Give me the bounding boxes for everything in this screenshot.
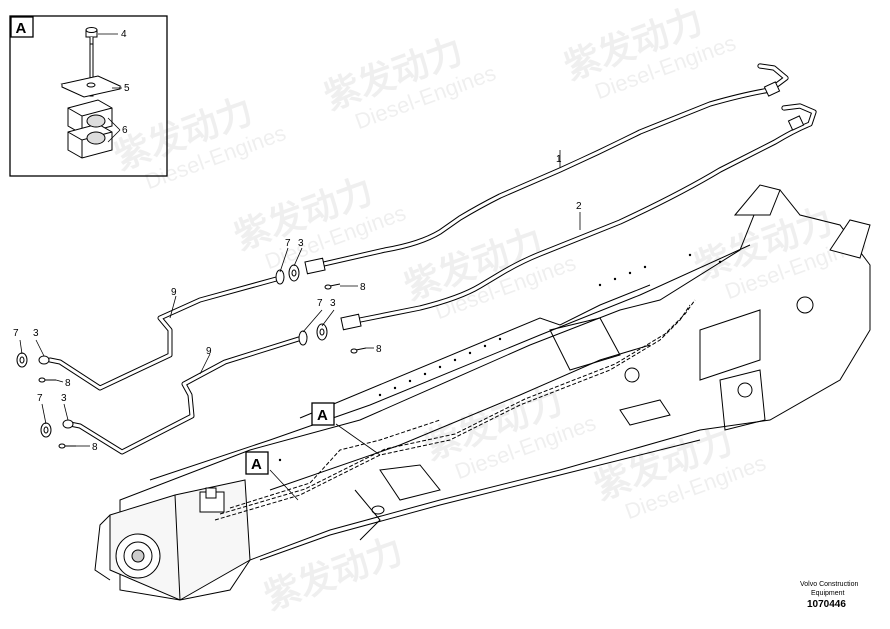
callout-nut-a: 3 bbox=[298, 238, 304, 249]
detail-box-letter: A bbox=[16, 20, 27, 37]
clamp-halves-drawing bbox=[67, 99, 113, 159]
hose-upper bbox=[47, 275, 283, 391]
callout-clamp-plate: 5 bbox=[124, 83, 130, 94]
callout-hose-upper: 9 bbox=[171, 287, 177, 298]
seals-and-nuts bbox=[16, 264, 328, 438]
bolt-drawing bbox=[85, 27, 98, 97]
callout-nut-b: 3 bbox=[330, 298, 336, 309]
callout-labels: 1 2 7 3 8 7 3 8 7 3 8 7 3 8 9 9 bbox=[13, 154, 582, 453]
callout-bolt: 4 bbox=[121, 29, 127, 40]
callout-nut-c: 3 bbox=[33, 328, 39, 339]
clamp-plate-drawing bbox=[60, 75, 122, 98]
footer-company-line2: Equipment bbox=[811, 590, 845, 597]
callout-screw-d: 8 bbox=[92, 442, 98, 453]
callout-leaders bbox=[19, 150, 581, 501]
callout-seal-d: 7 bbox=[37, 393, 43, 404]
footer-drawing-number: 1070446 bbox=[807, 599, 846, 610]
callout-hose-lower: 9 bbox=[206, 346, 212, 357]
callout-seal-c: 7 bbox=[13, 328, 19, 339]
detail-ref-a-upper: A bbox=[311, 402, 335, 426]
hose-lower bbox=[67, 334, 308, 455]
footer-company-line1: Volvo Construction bbox=[800, 581, 858, 588]
callout-seal-b: 7 bbox=[317, 298, 323, 309]
frame-rivets bbox=[248, 253, 722, 472]
routed-lines-dashed bbox=[214, 299, 696, 521]
machine-frame bbox=[94, 184, 871, 601]
callout-screw-a: 8 bbox=[360, 282, 366, 293]
detail-ref-letter: A bbox=[317, 407, 328, 424]
callout-pipe-2: 2 bbox=[576, 201, 582, 212]
callout-nut-d: 3 bbox=[61, 393, 67, 404]
watermark-cn: 紫发动力 bbox=[259, 531, 408, 619]
detail-box-a: A bbox=[9, 15, 168, 177]
callout-pipe-1: 1 bbox=[556, 154, 562, 165]
footer-block: Volvo Construction Equipment 1070446 bbox=[800, 581, 858, 610]
detail-leaders bbox=[98, 33, 122, 143]
detail-ref-letter: A bbox=[251, 456, 262, 473]
callout-screw-c: 8 bbox=[65, 378, 71, 389]
callout-clamp-halves: 6 bbox=[122, 125, 128, 136]
small-screws bbox=[38, 283, 367, 449]
callout-screw-b: 8 bbox=[376, 344, 382, 355]
pipe-fittings bbox=[304, 81, 805, 331]
callout-seal-a: 7 bbox=[285, 238, 291, 249]
detail-ref-a-lower: A bbox=[245, 451, 269, 475]
